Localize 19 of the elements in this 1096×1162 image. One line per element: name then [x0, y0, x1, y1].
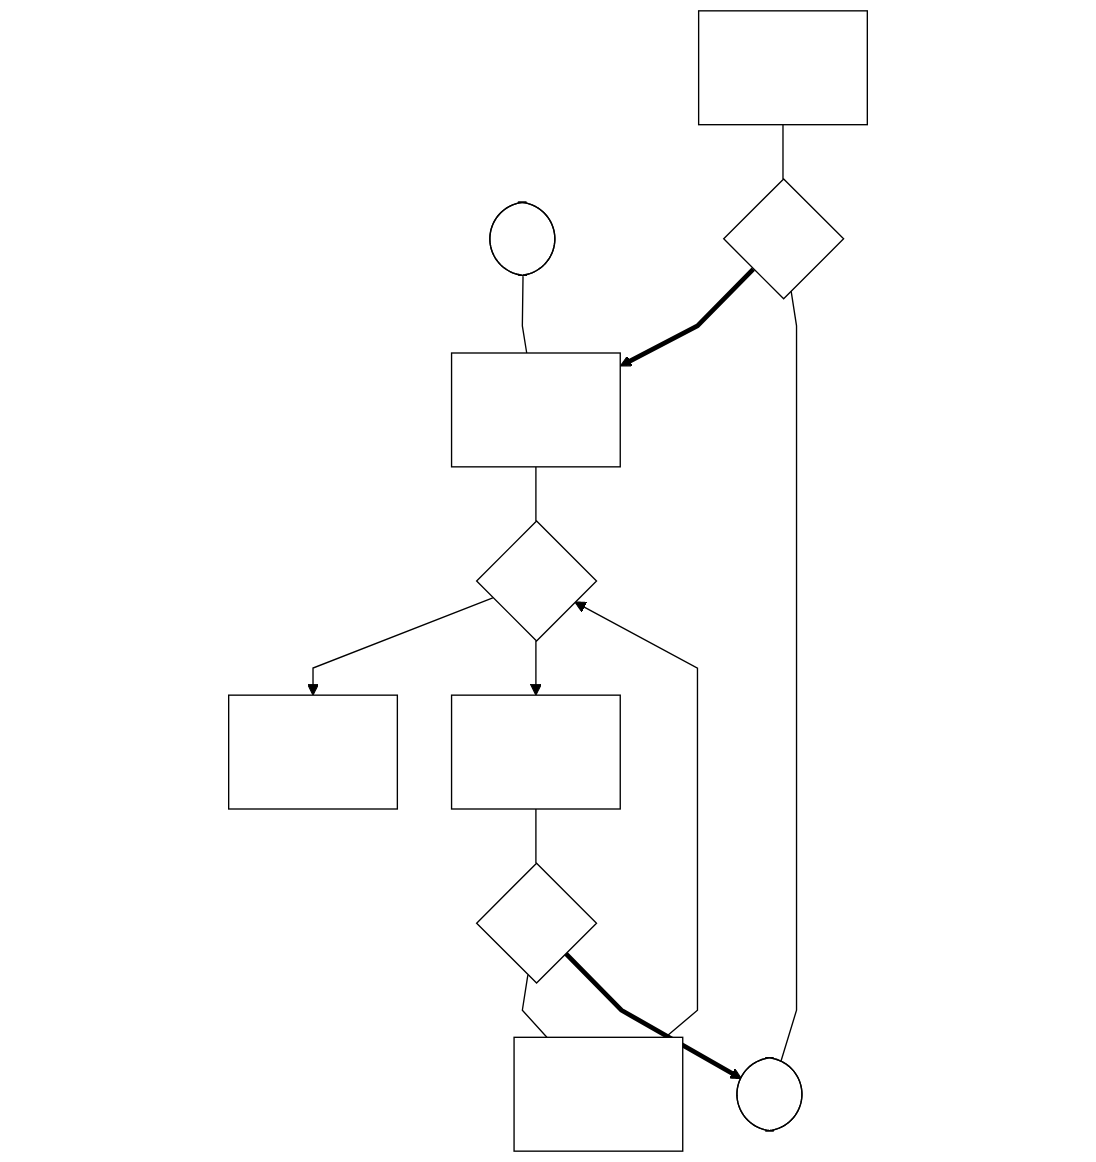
node-box	[513, 1036, 684, 1152]
node-box	[450, 694, 621, 810]
arrow	[563, 951, 742, 1080]
arrow	[307, 597, 494, 696]
connector	[521, 275, 528, 354]
connector	[535, 808, 537, 864]
node-box	[450, 352, 621, 468]
node-box	[697, 10, 868, 126]
connector	[535, 466, 537, 522]
node-diamond	[722, 177, 845, 300]
node-diamond	[475, 520, 598, 642]
connector	[780, 290, 798, 1063]
arrow	[574, 601, 699, 1038]
connector	[521, 974, 548, 1038]
connector	[782, 124, 784, 180]
node-diamond	[475, 862, 598, 985]
node-box	[228, 694, 399, 810]
arrow	[529, 640, 542, 696]
arrow	[619, 267, 755, 367]
